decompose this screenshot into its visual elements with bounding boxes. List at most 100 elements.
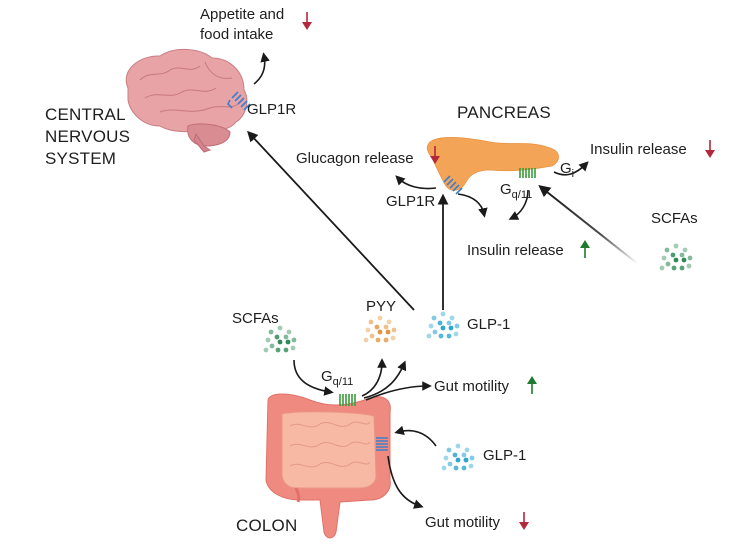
cns-label-line1: CENTRAL — [45, 105, 126, 124]
gi-label-sub: i — [571, 168, 575, 180]
molecule-dot — [441, 465, 447, 471]
molecule-dot — [365, 327, 371, 333]
molecule-dot — [461, 452, 467, 458]
molecule-dot — [277, 325, 283, 331]
pancreas-label: PANCREAS — [457, 103, 551, 122]
gq-colon-label-main: G — [321, 368, 333, 385]
molecule-dot — [682, 247, 688, 253]
molecule-dot — [377, 315, 383, 321]
scfas-pancreas-label: SCFAs — [651, 210, 698, 227]
appetite-label-line2: food intake — [200, 26, 274, 43]
glp1r-receptor-brain — [227, 91, 251, 111]
arrow-scfa-to-pancreas — [538, 185, 639, 265]
molecule-dot — [375, 337, 381, 343]
arrow-gq-insulin-up — [508, 189, 529, 220]
arrow-gi-insulin-down — [553, 161, 589, 176]
molecule-dot — [665, 261, 671, 267]
molecule-dot — [440, 325, 446, 331]
decrease-arrow-icon-glucagon — [430, 146, 440, 164]
brain-illustration — [125, 49, 248, 153]
molecule-dot — [263, 347, 269, 353]
molecule-dot — [291, 337, 297, 343]
glp1-molecules-top — [426, 311, 460, 339]
arrow-scfa-to-colon — [293, 359, 334, 396]
arrow-glp1-to-colon-receptor — [394, 425, 437, 447]
glp1r-pancreas-label: GLP1R — [386, 193, 436, 210]
molecule-dot — [265, 337, 271, 343]
molecule-dot — [446, 447, 452, 453]
increase-arrow-icon-gut-motility — [527, 376, 537, 394]
molecule-dot — [673, 257, 679, 263]
molecule-dot — [661, 255, 667, 261]
molecule-dot — [670, 252, 676, 258]
molecule-dot — [449, 315, 455, 321]
molecule-dot — [432, 329, 438, 335]
molecule-dot — [440, 311, 446, 317]
scfa-molecules-pancreas — [659, 243, 693, 271]
insulin-release-increase-label: Insulin release — [467, 242, 564, 259]
molecule-dot — [468, 463, 474, 469]
molecule-dot — [363, 337, 369, 343]
decrease-arrow-icon-insulin — [705, 140, 715, 158]
pancreas-illustration — [426, 137, 559, 191]
arrow-colon-to-glp1 — [363, 360, 407, 399]
molecule-dot — [374, 324, 380, 330]
molecule-dot — [679, 265, 685, 271]
molecule-dot — [448, 325, 454, 331]
molecule-dot — [673, 243, 679, 249]
molecule-dot — [446, 333, 452, 339]
colon-illustration — [265, 393, 391, 539]
cns-label-line2: NERVOUS — [45, 127, 131, 146]
glp1-bottom-label: GLP-1 — [483, 447, 527, 464]
glp1r-brain-label: GLP1R — [247, 101, 297, 118]
molecule-dot — [461, 465, 467, 471]
molecule-dot — [454, 323, 460, 329]
increase-arrow-icon-insulin — [580, 240, 590, 258]
molecule-dot — [438, 333, 444, 339]
colon-label: COLON — [236, 516, 298, 535]
cns-label-line3: SYSTEM — [45, 149, 117, 168]
molecule-dot — [452, 452, 458, 458]
glp1-top-label: GLP-1 — [467, 316, 511, 333]
molecule-dot — [383, 337, 389, 343]
molecule-dot — [469, 455, 475, 461]
molecule-dot — [681, 257, 687, 263]
molecule-dot — [426, 333, 432, 339]
glucagon-release-label: Glucagon release — [296, 150, 414, 167]
molecule-dot — [368, 319, 374, 325]
molecule-dot — [275, 347, 281, 353]
molecule-dot — [463, 457, 469, 463]
molecule-dot — [428, 323, 434, 329]
arrow-colon-gut-motility-down — [387, 455, 424, 509]
small-intestine-folds — [289, 421, 371, 468]
arrow-brain-appetite — [253, 52, 270, 85]
molecule-dot — [446, 320, 452, 326]
arrow-colon-to-pyy — [361, 358, 387, 397]
glp1r-receptor-colon — [376, 437, 388, 451]
molecule-dot — [453, 465, 459, 471]
arrow-glp1-to-brain — [247, 130, 415, 311]
molecule-dot — [686, 263, 692, 269]
molecule-dot — [283, 347, 289, 353]
pyy-label: PYY — [366, 298, 397, 315]
molecule-dot — [385, 329, 391, 335]
molecule-dot — [687, 255, 693, 261]
appetite-label-line1: Appetite and — [200, 6, 285, 23]
molecule-dot — [274, 334, 280, 340]
molecule-dot — [286, 329, 292, 335]
molecule-dot — [659, 265, 665, 271]
arrow-colon-gut-motility-up — [365, 381, 432, 401]
pyy-molecules — [363, 315, 397, 343]
ffar2-receptor-pancreas — [519, 168, 536, 178]
molecule-dot — [431, 315, 437, 321]
insulin-release-decrease-label: Insulin release — [590, 141, 687, 158]
arrow-glp1r-insulin-up — [457, 193, 488, 218]
molecule-dot — [369, 333, 375, 339]
molecule-dot — [377, 329, 383, 335]
molecule-dot — [383, 324, 389, 330]
molecule-dot — [443, 455, 449, 461]
brain-stem — [193, 132, 212, 153]
molecule-dot — [290, 345, 296, 351]
gq-pancreas-label-main: G — [500, 181, 512, 198]
